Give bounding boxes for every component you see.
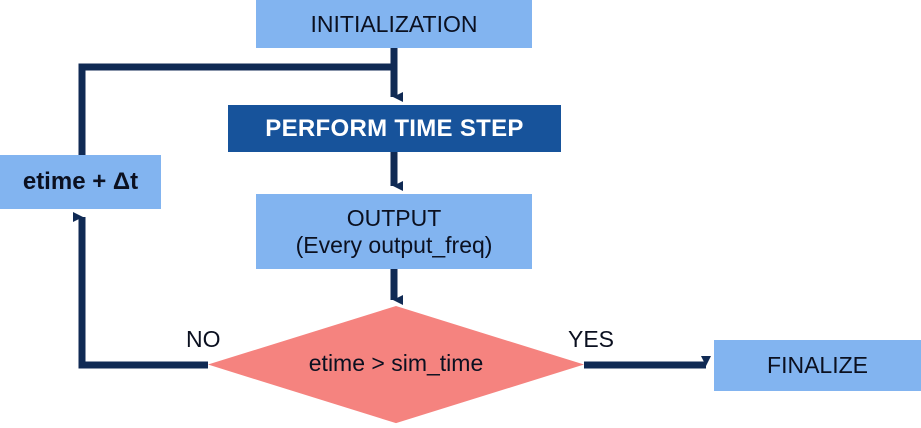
node-finalize: FINALIZE [714, 340, 921, 391]
node-finalize-label: FINALIZE [767, 352, 868, 379]
node-etime-increment-label: etime + Δt [22, 168, 139, 196]
node-decision-label: etime > sim_time [308, 350, 484, 376]
node-output-label-line1: OUTPUT [346, 204, 442, 231]
node-initialization: INITIALIZATION [256, 0, 532, 48]
node-output: OUTPUT (Every output_freq) [256, 194, 532, 269]
node-decision: etime > sim_time [208, 306, 584, 428]
edge-label-yes: YES [568, 326, 615, 352]
node-initialization-label: INITIALIZATION [310, 10, 478, 37]
node-perform-time-step: PERFORM TIME STEP [228, 105, 561, 152]
node-output-label-line2: (Every output_freq) [295, 232, 493, 258]
node-etime-increment: etime + Δt [0, 155, 161, 209]
edge-label-no: NO [186, 326, 221, 352]
node-output-text: OUTPUT (Every output_freq) [296, 205, 493, 259]
node-perform-time-step-label: PERFORM TIME STEP [265, 114, 524, 142]
